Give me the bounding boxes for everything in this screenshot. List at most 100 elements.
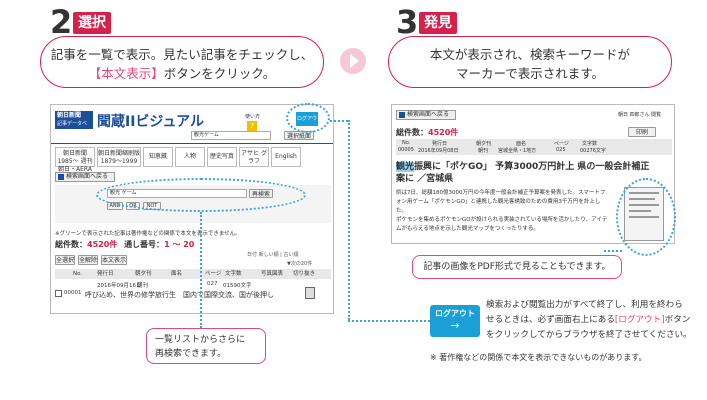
article-headline: 観光振興に「ポケGO」 予算3000万円計上 県の一般会計補正 案に ／宮城県 xyxy=(396,161,672,185)
show-text-button[interactable]: 本文表示 xyxy=(101,255,127,265)
range-label: 通し番号： xyxy=(124,240,165,249)
tab-asahi-1985[interactable]: 朝日新聞 1985〜 週刊朝日・AERA xyxy=(55,147,95,173)
search-input[interactable]: 観光ゲーム xyxy=(191,131,271,140)
logo-sub: 記事データベース xyxy=(57,121,88,135)
article-body: 県は7日、総額180億3000万円の今年度一般会計補正予算案を発表した。スマート… xyxy=(396,189,610,239)
headline-keyword: 観光 xyxy=(396,162,415,172)
step-2-text-line1: 記事を一覧で表示。見たい記事をチェックし、 xyxy=(50,47,314,62)
step-3-text-line2: マーカーで表示されます。 xyxy=(455,66,604,81)
total-label: 総件数： xyxy=(55,240,87,249)
article-body-p2: ポケモンを集めるポケモンGOが設けられる実装されている場所を活かしたり、アイテム… xyxy=(396,217,608,232)
headline-text: 振興に「ポケGO」 予算3000万円計上 県の一般会計補正 xyxy=(414,162,650,172)
col-date: 発行日 xyxy=(97,271,114,277)
step-2-tag: 選択 xyxy=(73,12,111,34)
article-back-button[interactable]: 検索画面へ戻る xyxy=(396,110,456,120)
help-icon[interactable]: ? xyxy=(247,121,257,131)
logout-line2: せるときは、必ず画面右上にある[ログアウト]ボタン xyxy=(486,313,700,328)
col-photo: 写真図表 xyxy=(261,271,284,277)
col-page: ページ xyxy=(205,271,222,277)
logout-connector-v xyxy=(348,120,350,320)
brand-title: 聞蔵IIビジュアル xyxy=(97,114,205,130)
row-checkbox[interactable] xyxy=(55,290,62,297)
logout-explanation: 検索および閲覧出力がすべて終了し、利用を終わら せるときは、必ず画面右上にある[… xyxy=(486,298,700,343)
result-list-screenshot: 朝日新聞 記事データベース 聞蔵IIビジュアル 使い方 ? ログアウト 観光ゲー… xyxy=(50,104,334,314)
row-no: 00001 xyxy=(64,290,82,296)
copyright-footnote: ※ 著作権などの関係で本文を表示できないものがあります。 xyxy=(430,353,647,362)
a-col-section: 面名 xyxy=(516,141,527,147)
clear-all-button[interactable]: 全解除 xyxy=(78,255,98,265)
sort-options[interactable]: 日付 新しい順 | 古い順 xyxy=(247,252,299,258)
row-date: 2016年09月16日 xyxy=(97,283,142,289)
total-value: 4520件 xyxy=(87,240,118,249)
a-row-edition: 朝刊 xyxy=(478,148,489,154)
headline-line2: 案に ／宮城県 xyxy=(396,174,454,184)
header-divider xyxy=(51,143,333,144)
step-3-text-line1: 本文が表示され、検索キーワードが xyxy=(429,47,631,62)
pdf-connector xyxy=(604,250,622,252)
article-total: 総件数：4520件 xyxy=(396,127,458,138)
research-connector xyxy=(200,212,202,328)
research-note-line2: 再検索できます。 xyxy=(155,349,227,359)
select-all-button[interactable]: 全選択 xyxy=(55,255,75,265)
row-page: 027 xyxy=(207,281,218,287)
col-clip: 切り抜き xyxy=(293,271,316,277)
logout-highlight-ring xyxy=(286,103,330,133)
step-3-number: 3 xyxy=(396,3,419,41)
col-chars: 文字数 xyxy=(225,271,242,277)
table-row[interactable]: 2016年09月16日 朝刊 027 01590文字 00001 呼び込め、世界… xyxy=(55,279,331,309)
logout-connector-h2 xyxy=(348,320,430,322)
logout-example-label: ログアウト xyxy=(435,309,475,318)
back-icon xyxy=(58,174,64,180)
col-section: 面名 xyxy=(171,271,183,277)
research-highlight-ring xyxy=(96,178,306,212)
a-col-page: ページ xyxy=(554,141,569,147)
col-edition: 朝夕刊 xyxy=(135,271,152,277)
next-arrow-icon xyxy=(340,48,366,74)
clip-icon[interactable] xyxy=(305,287,315,299)
article-back-icon xyxy=(399,112,405,118)
table-header: No. 発行日 朝夕刊 面名 ページ 文字数 写真図表 切り抜き xyxy=(55,269,331,279)
article-body-p1: 県は7日、総額180億3000万円の今年度一般会計補正予算案を発表した。スマート… xyxy=(396,190,606,214)
tab-person[interactable]: 人物 xyxy=(175,147,205,167)
tab-shukusatsu[interactable]: 朝日新聞縮刷版 1879〜1999 xyxy=(97,147,141,167)
asahi-logo: 朝日新聞 記事データベース xyxy=(55,111,93,135)
tab-history-photo[interactable]: 歴史写真 xyxy=(207,147,237,167)
step-3-bubble: 本文が表示され、検索キーワードが マーカーで表示されます。 xyxy=(388,36,672,88)
next-page-link[interactable]: ▼次の20件 xyxy=(287,261,313,267)
range-value: 1 〜 20 xyxy=(164,240,195,249)
tab-chiezo[interactable]: 知恵蔵 xyxy=(143,147,173,167)
research-note: 一覧リストからさらに 再検索できます。 xyxy=(146,328,266,364)
a-col-edition: 朝夕刊 xyxy=(476,141,492,147)
print-button[interactable]: 印刷 xyxy=(628,127,656,137)
logout-connector-h1 xyxy=(330,120,348,122)
tab-asahi-graph[interactable]: アサヒ グラフ xyxy=(239,147,269,167)
back-to-search-button[interactable]: 検索画面へ戻る xyxy=(55,172,115,182)
logout-line1: 検索および閲覧出力がすべて終了し、利用を終わら xyxy=(486,300,683,310)
user-info: 朝日 四郎さん 閲覧 xyxy=(618,112,662,118)
step-2-text-line2: 【本文表示】ボタンをクリック。 xyxy=(41,64,323,83)
tab-english[interactable]: English xyxy=(271,147,301,167)
help-link[interactable]: 使い方 xyxy=(245,114,261,120)
logo-top: 朝日新聞 xyxy=(57,112,82,119)
col-no: No. xyxy=(73,271,83,277)
a-row-no: 00005 xyxy=(398,147,414,153)
a-row-chars: 00276文字 xyxy=(580,148,606,154)
article-back-label: 検索画面へ戻る xyxy=(407,111,450,118)
a-col-date: 発行日 xyxy=(432,141,448,147)
a-row-date: 2016年09月08日 xyxy=(418,148,459,154)
article-table: No. 発行日 朝夕刊 面名 ページ 文字数 00005 2016年09月08日… xyxy=(396,139,672,155)
a-row-page: 025 xyxy=(556,147,566,153)
step-2-text-rest: ボタンをクリック。 xyxy=(163,66,276,81)
logout-line2b: ボタン xyxy=(664,315,691,325)
row-title[interactable]: 呼び込め、世界の修学旅行生 国内で国際交流、国が後押し xyxy=(85,291,274,299)
logout-arrow-icon: → xyxy=(450,319,460,332)
article-total-value: 4520件 xyxy=(428,128,459,137)
pdf-highlight-ring xyxy=(616,178,676,256)
a-col-no: No. xyxy=(402,140,411,146)
copyright-notice: ※グリーンで表示された記事は著作権などの関係で本文を表示できません。 xyxy=(55,231,241,237)
row-chars: 01590文字 xyxy=(223,283,252,289)
logout-example-button[interactable]: ログアウト → xyxy=(430,305,480,337)
step-2-bubble: 記事を一覧で表示。見たい記事をチェックし、 【本文表示】ボタンをクリック。 xyxy=(40,36,324,88)
a-row-section: 宮城全県・1地方 xyxy=(498,148,537,154)
article-total-label: 総件数： xyxy=(396,128,428,137)
